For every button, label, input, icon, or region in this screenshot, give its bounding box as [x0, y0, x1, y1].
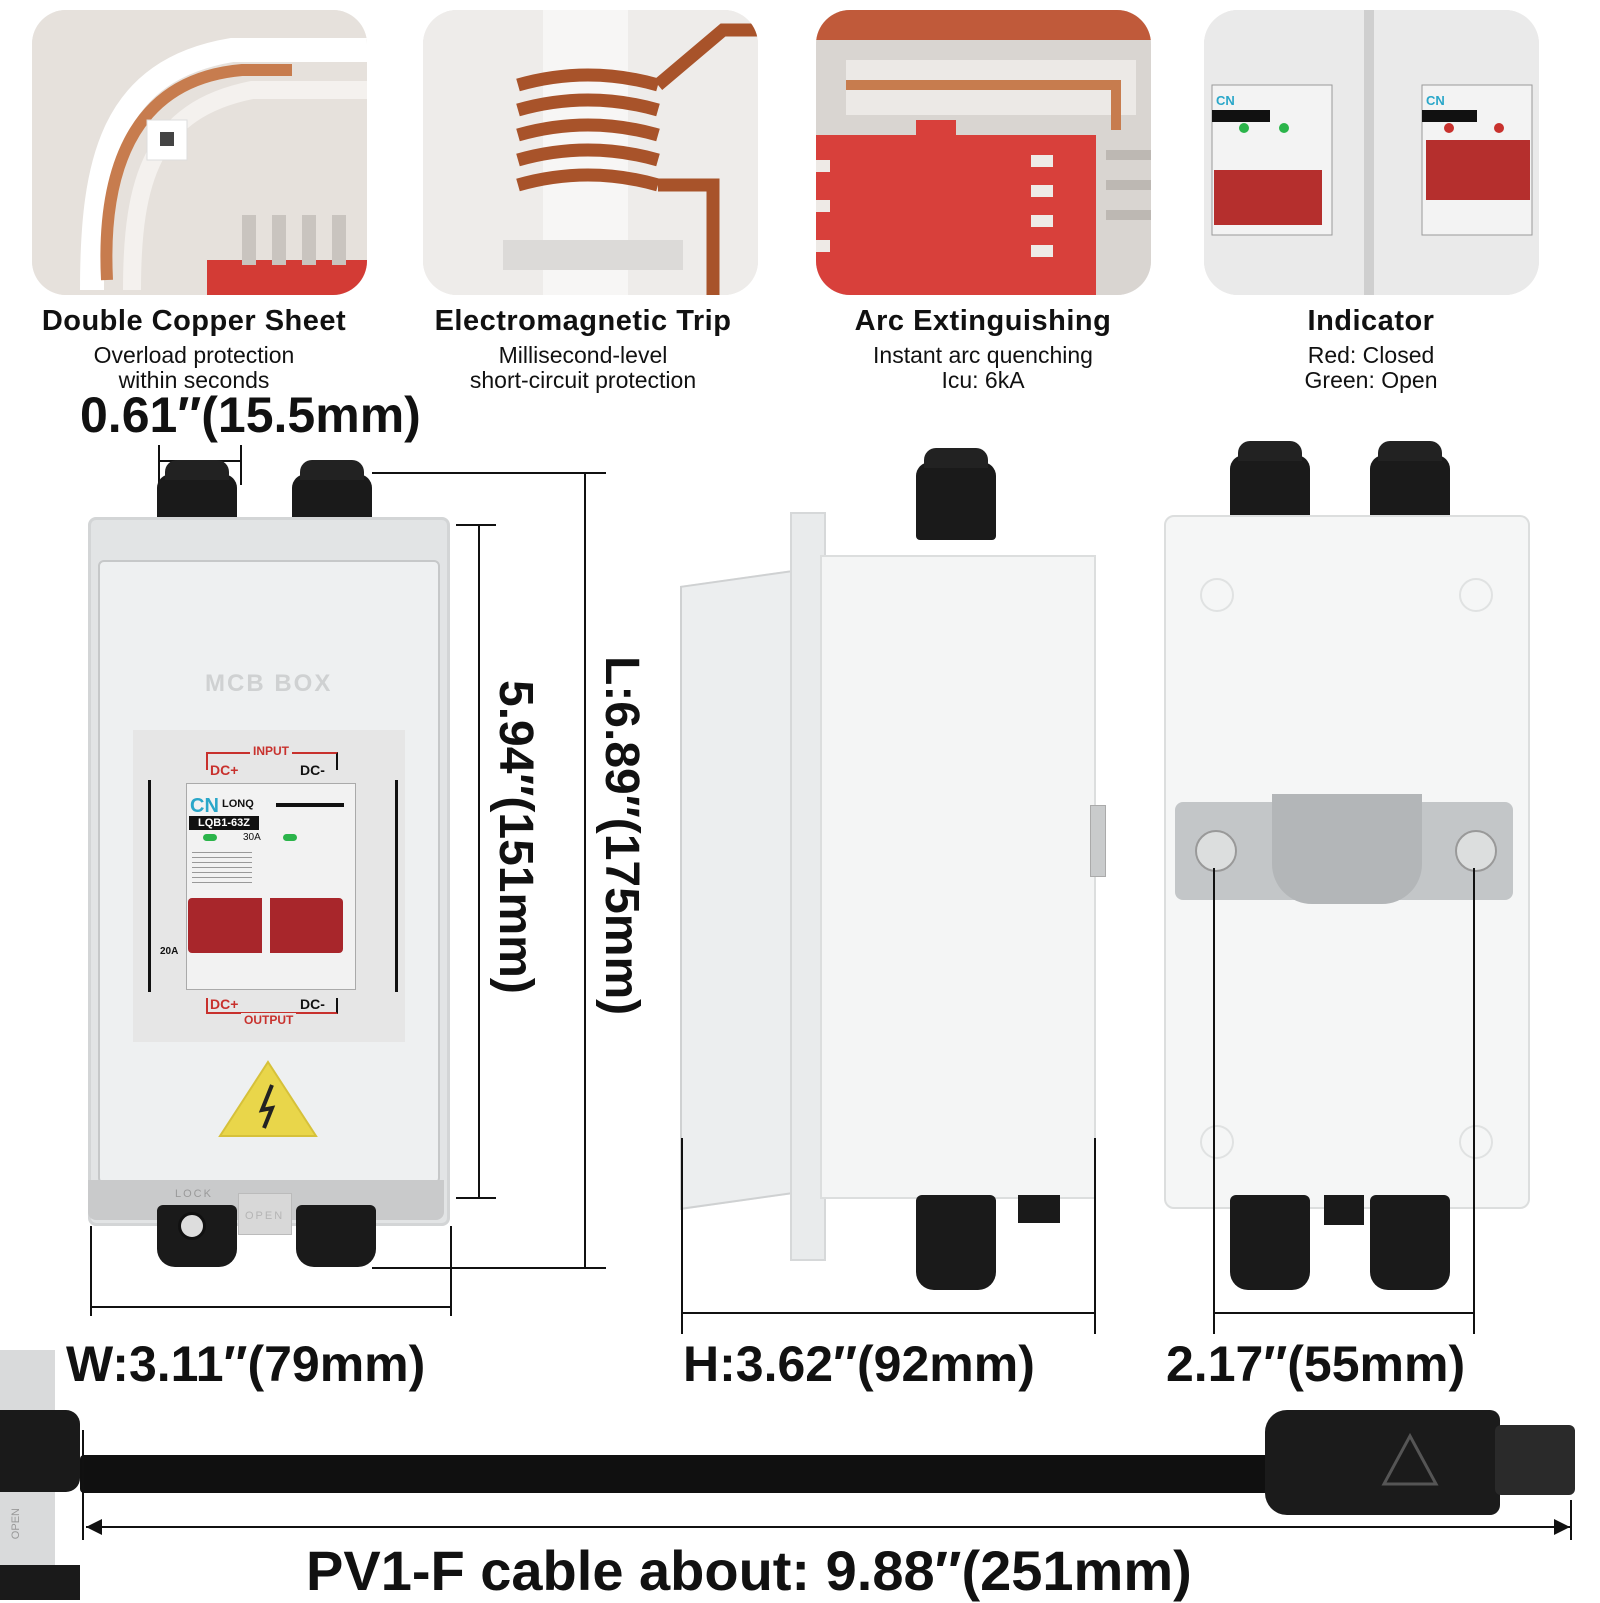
- dim-tick: [681, 1138, 683, 1334]
- breaker-spec-text: [192, 848, 252, 886]
- back-bottom-gland-right: [1370, 1195, 1450, 1290]
- breaker-rating: 30A: [243, 832, 261, 843]
- dc-minus-bottom: DC-: [300, 996, 325, 1012]
- dim-tick: [1213, 868, 1215, 1334]
- bottom-gland-right: [296, 1205, 376, 1267]
- electromagnetic-coil-image: [423, 10, 758, 295]
- dim-tick: [82, 1430, 84, 1540]
- lock-hole: [178, 1212, 206, 1240]
- mc4-connector-tip: [1495, 1425, 1575, 1495]
- dim-line: [584, 472, 586, 1267]
- cable-length-label: PV1-F cable about: 9.88″(251mm): [306, 1539, 1192, 1602]
- dim-tick: [372, 472, 606, 474]
- svg-text:CN: CN: [1216, 93, 1235, 108]
- open-label: OPEN: [245, 1210, 285, 1222]
- mount-spacing-label: 2.17″(55mm): [1166, 1336, 1466, 1392]
- side-vent: [1018, 1195, 1060, 1223]
- box-brand-text: MCB BOX: [205, 670, 333, 697]
- connector-warning-icon: [1381, 1432, 1439, 1486]
- dim-line: [90, 1306, 452, 1308]
- output-label: OUTPUT: [241, 1013, 297, 1027]
- dim-tick: [1094, 1138, 1096, 1334]
- feature-title-copper: Double Copper Sheet: [41, 305, 347, 337]
- back-vent: [1324, 1195, 1364, 1225]
- arc-extinguishing-image: [816, 10, 1151, 295]
- feature-title-arc: Arc Extinguishing: [854, 305, 1112, 337]
- warning-triangle-icon: [218, 1060, 318, 1137]
- cable-open-label: OPEN: [10, 1508, 22, 1540]
- dc-plus-top: DC+: [210, 762, 239, 778]
- dc-minus-top: DC-: [300, 762, 325, 778]
- dim-tick: [1570, 1500, 1572, 1540]
- inner-height-label: 5.94″(151mm): [489, 680, 542, 994]
- copper-sheet-image: [32, 10, 367, 295]
- dim-line: [478, 524, 480, 1199]
- cable-left-gland-lower: [0, 1565, 80, 1600]
- side-rating: 20A: [160, 946, 179, 957]
- height-label: H:3.62″(92mm): [683, 1336, 1035, 1392]
- dim-tick: [240, 445, 242, 485]
- feature-title-trip: Electromagnetic Trip: [434, 305, 732, 337]
- dim-tick: [450, 1226, 452, 1316]
- breaker-stripe: [276, 803, 344, 807]
- lock-label: LOCK: [175, 1188, 213, 1200]
- feature-title-indicator: Indicator: [1307, 305, 1435, 337]
- dim-tick: [456, 524, 496, 526]
- dim-tick: [90, 1226, 92, 1316]
- mcb-bracket: [148, 780, 398, 992]
- screw-icon: [1455, 830, 1497, 872]
- side-body: [820, 555, 1096, 1199]
- cable-left-gland: [0, 1410, 80, 1492]
- breaker-logo-cn: CN: [190, 795, 219, 817]
- pv-cable: [80, 1455, 1280, 1493]
- dim-line: [1213, 1312, 1475, 1314]
- top-gland-left: [157, 460, 237, 522]
- mount-hole: [1200, 578, 1234, 612]
- dc-plus-bottom: DC+: [210, 996, 239, 1012]
- mc4-connector: [1265, 1410, 1500, 1515]
- length-label: L:6.89″(175mm): [595, 656, 648, 1016]
- indicator-image: CN CN: [1204, 10, 1539, 295]
- side-bottom-gland: [916, 1195, 996, 1290]
- side-top-gland: [916, 448, 996, 540]
- input-label: INPUT: [250, 744, 292, 758]
- dim-line: [681, 1312, 1096, 1314]
- din-bracket-center: [1272, 794, 1422, 904]
- side-clip: [1090, 805, 1106, 877]
- breaker-toggle-gap: [262, 898, 270, 953]
- gland-width-label: 0.61″(15.5mm): [80, 387, 421, 443]
- arrow-left-icon: [86, 1519, 102, 1535]
- back-bottom-gland-left: [1230, 1195, 1310, 1290]
- breaker-logo-lonq: LONQ: [222, 798, 254, 810]
- indicator-light-right: [283, 834, 297, 841]
- mount-hole: [1459, 578, 1493, 612]
- mount-hole: [1200, 1125, 1234, 1159]
- screw-icon: [1195, 830, 1237, 872]
- breaker-model: LQB1-63Z: [189, 816, 259, 830]
- width-label: W:3.11″(79mm): [66, 1336, 426, 1392]
- svg-text:CN: CN: [1426, 93, 1445, 108]
- mount-hole: [1459, 1125, 1493, 1159]
- arrow-right-icon: [1554, 1519, 1570, 1535]
- dim-tick: [456, 1197, 496, 1199]
- dim-tick: [1473, 868, 1475, 1334]
- dim-tick: [158, 445, 160, 485]
- dim-tick: [372, 1267, 606, 1269]
- indicator-light-left: [203, 834, 217, 841]
- dim-line: [86, 1526, 1570, 1528]
- top-gland-right: [292, 460, 372, 522]
- latch: [238, 1193, 292, 1235]
